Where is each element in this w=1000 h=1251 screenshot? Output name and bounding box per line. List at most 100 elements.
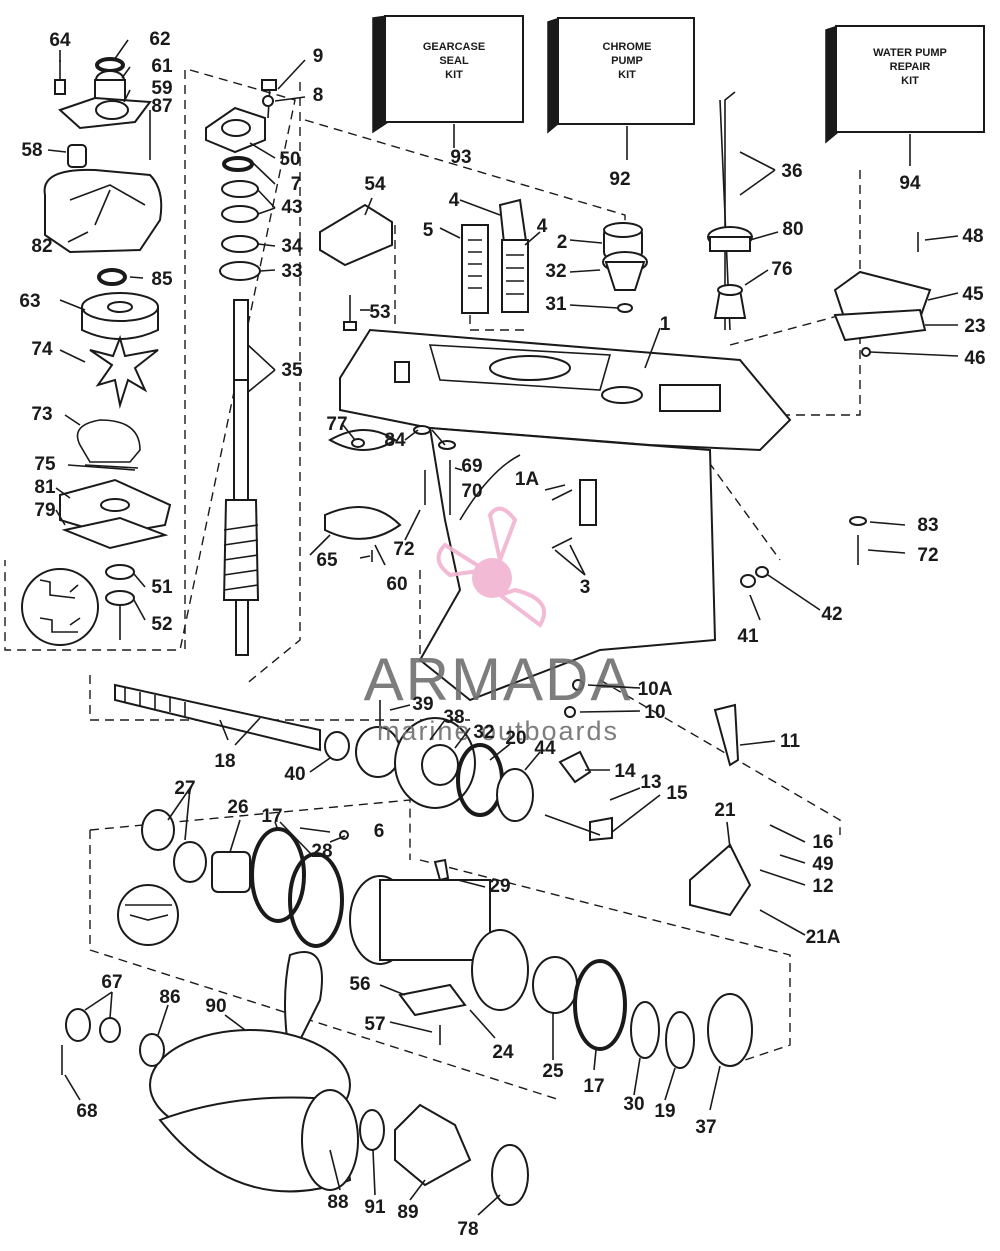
part-label: 38 [443,707,464,728]
part-label: 15 [666,783,688,804]
kit-label-chrome-line1: CHROME [603,41,652,53]
part-label: 2 [557,232,568,253]
kit-box-chrome-pump: CHROME PUMP KIT [547,16,695,134]
part-label: 10 [644,702,665,723]
part-label: 42 [821,604,842,625]
part-label: 84 [384,430,406,451]
part-label: 72 [393,539,414,560]
part-label: 19 [654,1101,675,1122]
part-label: 40 [284,764,305,785]
kit-box-gearcase-seal: GEARCASE SEAL KIT [372,15,524,134]
part-label: 58 [21,140,42,161]
part-label: 45 [962,284,984,305]
part-label: 37 [695,1117,716,1138]
watermark-brand: ARMADA [364,646,633,713]
drive-shaft-group [205,79,277,656]
part-label: 3 [580,577,591,598]
part-label: 65 [316,550,338,571]
part-label: 34 [281,236,303,257]
part-label: 21 [714,800,736,821]
part-label: 31 [545,294,567,315]
part-label: 62 [149,29,170,50]
part-label: 68 [76,1101,97,1122]
part-label: 36 [781,161,802,182]
kit-label-waterpump-line2: REPAIR [890,61,931,73]
part-label: 18 [214,751,235,772]
part-label: 7 [291,174,302,195]
part-label: 56 [349,974,370,995]
kit-label-gearcase-line1: GEARCASE [423,41,485,53]
part-label: 93 [450,147,471,168]
part-label: 61 [151,56,173,77]
part-label: 52 [151,614,172,635]
part-label: 28 [311,841,332,862]
part-label: 88 [327,1192,348,1213]
kit-label-gearcase-line3: KIT [445,69,463,81]
part-label: 78 [457,1219,478,1240]
part-label: 32 [545,261,566,282]
part-label: 50 [279,149,300,170]
part-label: 9 [313,46,324,67]
part-label: 57 [364,1014,385,1035]
propeller-shaft-group [114,683,740,842]
lower-assembly [117,809,753,1069]
part-label: 64 [49,30,71,51]
part-label: 63 [19,291,40,312]
part-label: 29 [489,876,510,897]
part-label: 46 [964,348,985,369]
part-label: 6 [374,821,385,842]
part-label: 35 [281,360,303,381]
part-label: 94 [899,173,921,194]
part-label: 43 [281,197,302,218]
part-label: 17 [583,1076,604,1097]
propeller-group [61,951,529,1206]
part-label: 13 [640,772,661,793]
part-label: 51 [151,577,173,598]
part-label: 85 [151,269,173,290]
water-pump-group [21,57,172,646]
part-label: 73 [31,404,52,425]
part-label: 54 [364,174,386,195]
part-label: 16 [812,832,833,853]
part-label: 20 [505,728,526,749]
kit-label-gearcase-line2: SEAL [439,55,469,67]
kit-label-waterpump-line1: WATER PUMP [873,47,947,59]
part-label: 4 [449,190,460,211]
part-label: 27 [174,778,195,799]
part-label: 92 [609,169,630,190]
part-label: 67 [101,972,122,993]
part-label: 11 [780,731,801,752]
part-label: 4 [537,216,548,237]
kit-label-waterpump-line3: KIT [901,75,919,87]
part-label: 90 [205,996,226,1017]
watermark-tagline: marine outboards [377,716,619,746]
part-label: 49 [812,854,833,875]
part-label: 48 [962,226,983,247]
leader-lines [47,39,959,1216]
armada-watermark: ARMADA marine outboards [364,506,633,746]
part-label: 69 [461,456,482,477]
part-label: 91 [364,1197,386,1218]
part-label: 24 [492,1042,514,1063]
part-label: 8 [313,85,324,106]
part-label: 21A [806,927,841,948]
part-label: 74 [31,339,53,360]
part-label: 53 [369,302,390,323]
kit-box-water-pump-repair: WATER PUMP REPAIR KIT [825,24,985,144]
gearcase-housing [339,328,792,702]
part-label: 86 [159,987,180,1008]
part-label: 77 [326,414,347,435]
part-label: 17 [261,806,282,827]
part-label: 33 [281,261,302,282]
part-label: 12 [812,876,833,897]
part-label: 26 [227,797,248,818]
part-label: 89 [397,1202,418,1223]
part-label: 82 [31,236,52,257]
part-label: 70 [461,481,482,502]
part-label: 80 [782,219,803,240]
part-label: 39 [412,694,433,715]
part-label: 59 [151,78,172,99]
part-label: 23 [964,316,985,337]
